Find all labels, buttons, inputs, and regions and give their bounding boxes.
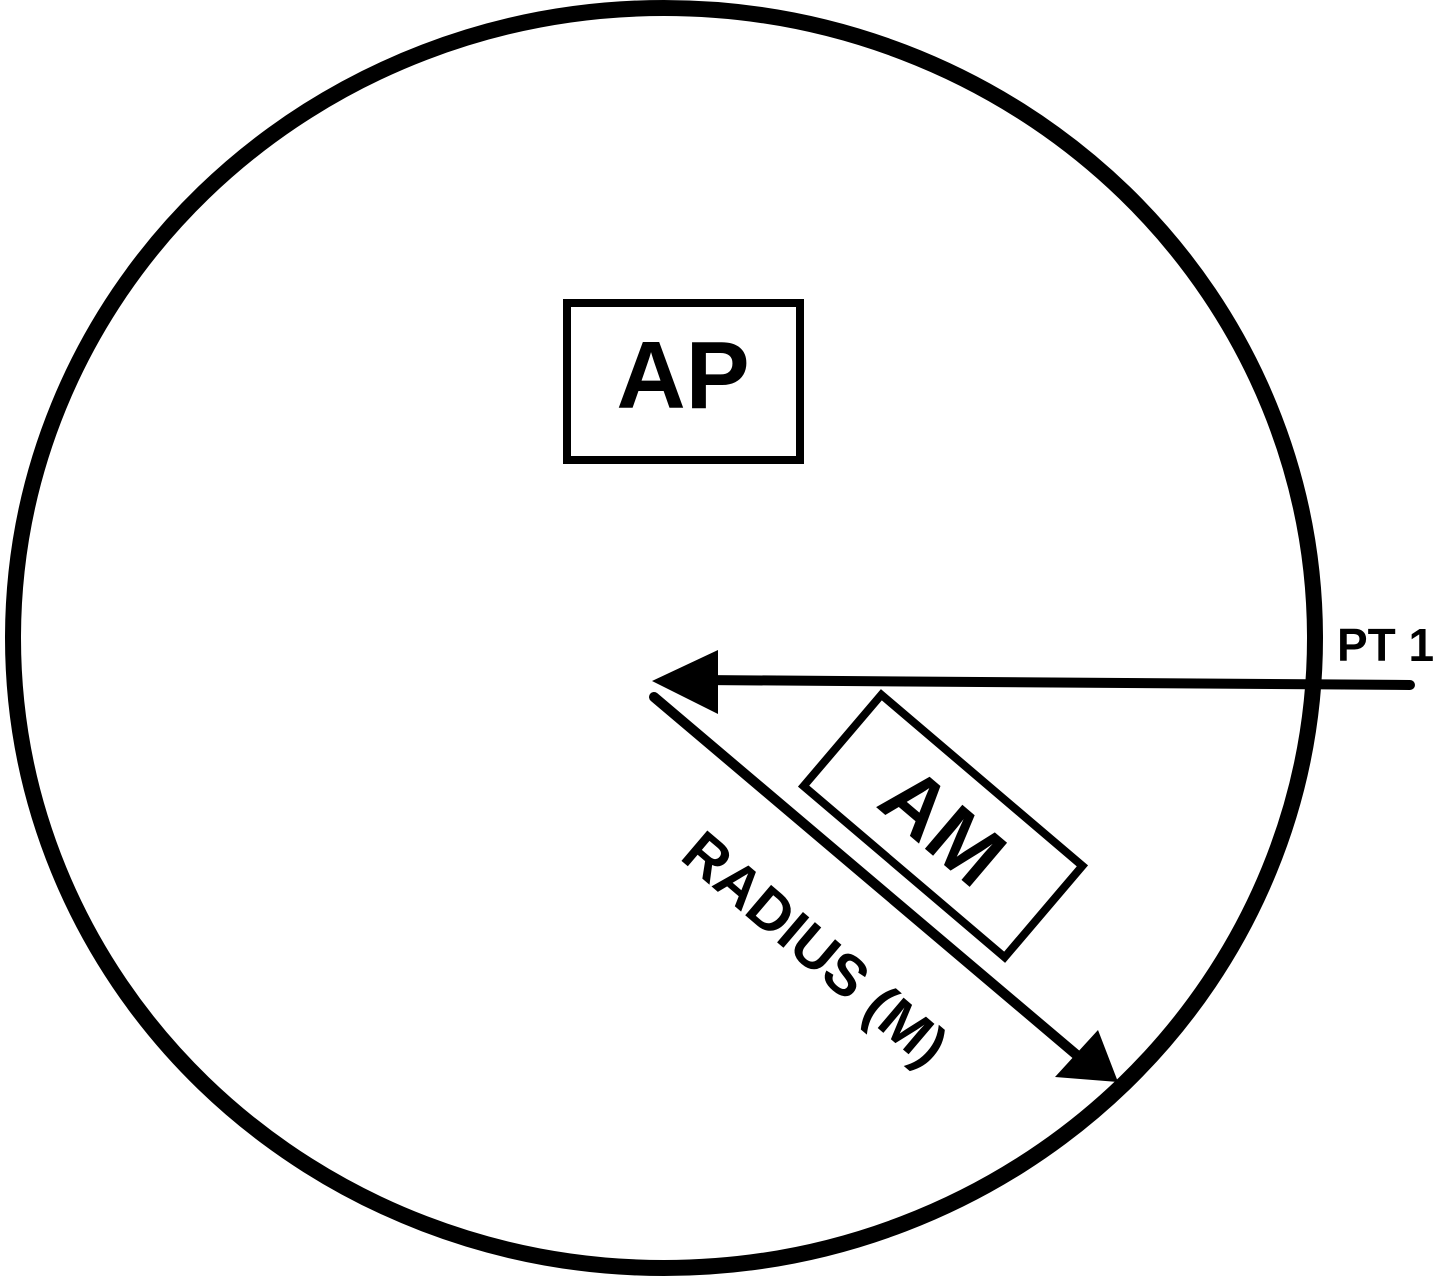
ap-label-box: AP	[563, 299, 804, 464]
radius-arrow	[649, 692, 1118, 1082]
pt1-label: PT 1	[1337, 619, 1434, 671]
am-box-frame	[797, 689, 1089, 963]
radius-arrowhead	[1055, 1030, 1118, 1082]
center-arrow	[652, 650, 1415, 714]
center-arrow-shaft	[695, 675, 1415, 690]
circle-boundary	[5, 0, 1323, 1276]
center-arrowhead	[652, 650, 718, 714]
ap-label: AP	[616, 322, 749, 429]
ap-box-frame	[563, 299, 804, 464]
am-label: AM	[863, 748, 1023, 904]
radius-arrow-shaft	[649, 692, 1090, 1067]
am-label-box: AM	[797, 689, 1089, 963]
